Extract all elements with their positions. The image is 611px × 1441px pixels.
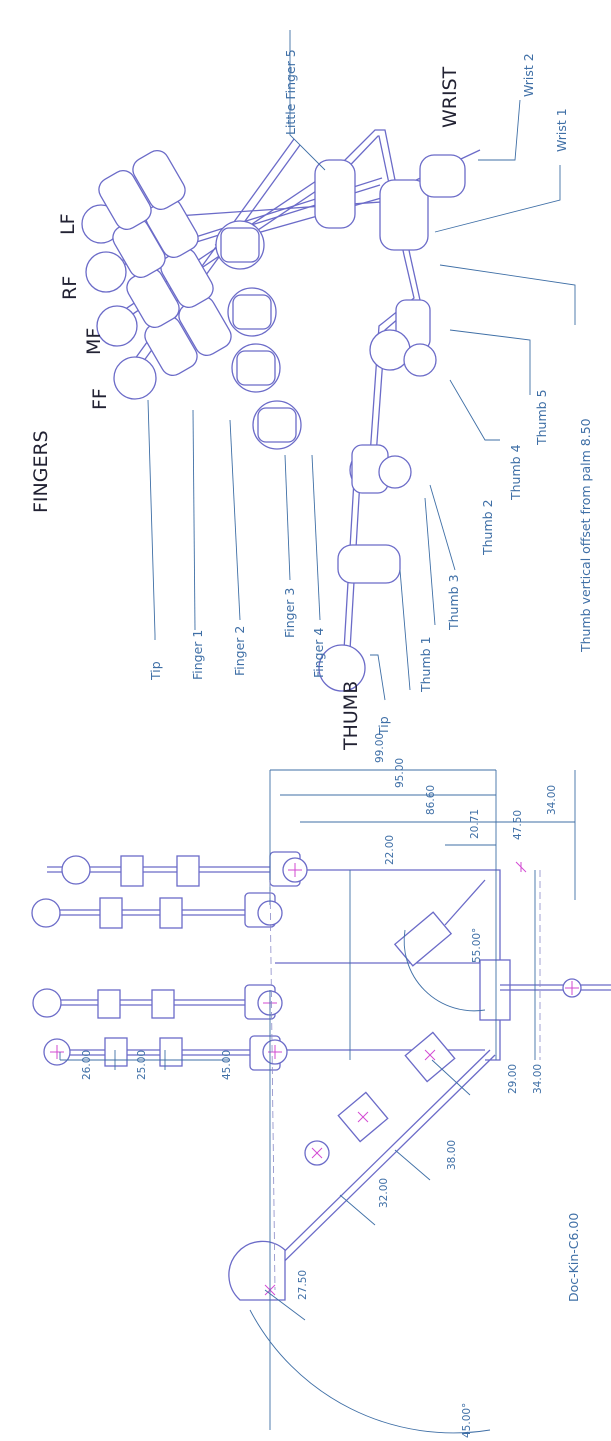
callout-thumb2: Thumb 2 (480, 499, 495, 556)
dim-95: 95.00 (394, 758, 406, 788)
dim-99: 99.00 (374, 733, 386, 763)
angle-45: 45.00° (461, 1403, 473, 1438)
callout-wrist1: Wrist 1 (554, 108, 569, 152)
callout-thumb4: Thumb 4 (508, 444, 523, 501)
dim-26: 26.00 (81, 1050, 93, 1080)
finger-segments (98, 149, 232, 377)
callout-thumb5: Thumb 5 (534, 389, 549, 446)
kinematic-dim-view: 99.00 95.00 86.60 20.71 47.50 22.00 34.0… (31, 733, 611, 1438)
callout-finger3: Finger 3 (282, 588, 297, 638)
thumb-label: THUMB (340, 681, 362, 751)
label-ff: FF (89, 388, 111, 410)
dim-22: 22.00 (384, 835, 396, 865)
callout-tip-thumb: Tip (376, 716, 391, 736)
palm-wrist-parts (314, 154, 466, 692)
fingers-title: FINGERS (30, 430, 52, 513)
angle-55: 55.00° (471, 928, 483, 963)
dim-47: 47.50 (512, 810, 524, 840)
dimension-lines (59, 769, 576, 1434)
group-labels: FINGERS FF MF RF LF THUMB WRIST (30, 66, 461, 751)
dim-45: 45.00 (221, 1050, 233, 1080)
label-mf: MF (83, 328, 105, 355)
wrist-label: WRIST (439, 66, 461, 128)
callout-thumb-offset: Thumb vertical offset from palm 8.50 (578, 418, 593, 653)
callout-tip-finger: Tip (148, 661, 163, 681)
dim-34: 34.00 (532, 1064, 544, 1094)
callout-labels: Tip Finger 1 Finger 2 Finger 3 Finger 4 … (148, 49, 593, 736)
doc-id: Doc-Kin-C6.00 (566, 1213, 581, 1302)
dim-palm (393, 869, 611, 1061)
dim-20: 20.71 (469, 809, 481, 839)
dim-segments (97, 851, 308, 1071)
callout-wrist2: Wrist 2 (521, 53, 536, 97)
dim-34-right: 34.00 (546, 785, 558, 815)
callout-leaders (147, 30, 576, 701)
callout-finger1: Finger 1 (190, 630, 205, 680)
dimension-labels: 99.00 95.00 86.60 20.71 47.50 22.00 34.0… (81, 733, 581, 1438)
dim-32: 32.00 (378, 1178, 390, 1208)
knuckle-joints (215, 220, 302, 450)
callout-thumb3: Thumb 3 (446, 574, 461, 631)
callout-little-finger5: Little Finger 5 (283, 49, 298, 135)
dim-25: 25.00 (136, 1050, 148, 1080)
callout-thumb1: Thumb 1 (418, 636, 433, 693)
callout-finger4: Finger 4 (311, 628, 326, 678)
dim-27: 27.50 (297, 1270, 309, 1300)
dim-86: 86.60 (425, 785, 437, 815)
finger-tips (81, 204, 157, 400)
dim-38: 38.00 (446, 1140, 458, 1170)
label-lf: LF (57, 213, 79, 235)
dim-29: 29.00 (507, 1064, 519, 1094)
dim-finger-tips (31, 855, 91, 1066)
label-rf: RF (59, 276, 81, 300)
callout-finger2: Finger 2 (232, 626, 247, 676)
fingers-iso-view: Tip Finger 1 Finger 2 Finger 3 Finger 4 … (30, 30, 593, 751)
